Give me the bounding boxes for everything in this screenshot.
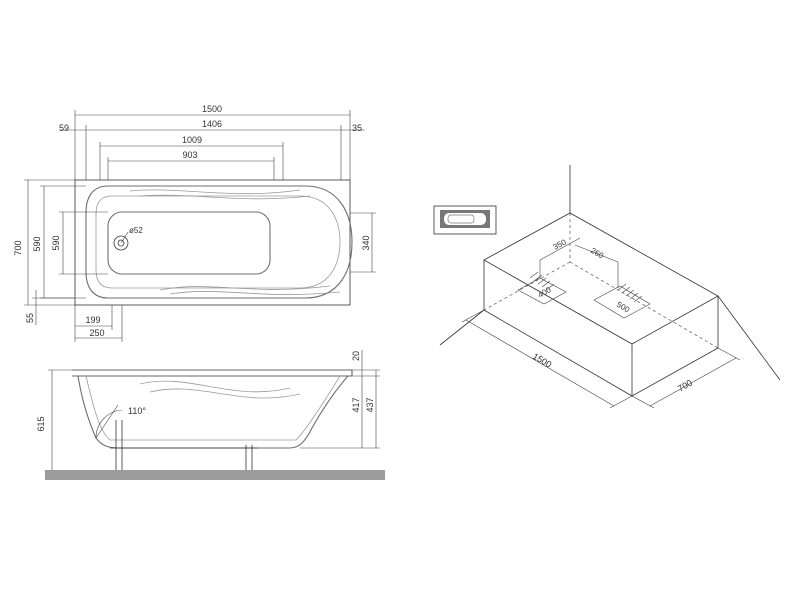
dim-length-inner: 1406	[202, 119, 222, 129]
basin-bottom	[107, 211, 271, 275]
dim-depth-outer: 437	[365, 397, 375, 412]
dim-foot-right: 340	[361, 235, 371, 250]
dim-width-bottom: 590	[51, 235, 61, 250]
dim-pipe-b: 260	[589, 246, 606, 261]
dim-depth-rim: 20	[351, 351, 361, 361]
dim-rim-left: 59	[59, 123, 69, 133]
tub-rim-side	[72, 369, 353, 377]
dim-length-total: 1500	[202, 104, 222, 114]
tub-outline-top	[74, 179, 351, 306]
dim-width-total: 700	[13, 240, 23, 255]
dim-depth-inner: 417	[351, 397, 361, 412]
angle-label: 110°	[128, 406, 146, 416]
basin-rim	[85, 185, 353, 299]
dim-bottom-inner: 903	[182, 150, 197, 160]
wave-bottom-2	[169, 291, 341, 295]
drain-zone-b	[593, 285, 651, 319]
thumbnail-frame	[433, 205, 497, 235]
floor	[45, 470, 385, 480]
niche-front	[483, 260, 633, 397]
dim-bottom-outer: 1009	[182, 135, 202, 145]
dim-pipe-a: 350	[552, 237, 568, 251]
dim-leg-pos2: 250	[89, 328, 104, 338]
wall-left	[439, 309, 485, 346]
wave-bottom	[159, 285, 331, 291]
install-view: 350 260 400 500 1500 700	[433, 165, 781, 409]
basin-inner	[95, 195, 341, 289]
dim-rim-right: 35	[352, 123, 362, 133]
wave-top	[129, 189, 301, 195]
wave-top-2	[139, 194, 311, 200]
top-view: ø52 1500 1406 59 35 1009 903 700 590	[13, 104, 376, 342]
drain-zone-a	[517, 277, 567, 305]
drain-label: ø52	[129, 226, 143, 235]
dim-niche-width: 700	[676, 378, 694, 394]
wall-right	[717, 295, 781, 381]
dim-rim-front: 55	[25, 313, 35, 323]
niche-side	[631, 296, 719, 397]
side-view: 110° 615 20 417 437	[36, 350, 385, 480]
dim-width-inner: 590	[32, 236, 42, 251]
dim-height-total: 615	[36, 416, 46, 431]
dim-zone-b: 500	[615, 300, 632, 315]
dim-niche-length: 1500	[531, 351, 553, 370]
drain-icon	[113, 235, 129, 251]
dim-leg-pos: 199	[85, 315, 100, 325]
niche-top	[483, 212, 719, 345]
